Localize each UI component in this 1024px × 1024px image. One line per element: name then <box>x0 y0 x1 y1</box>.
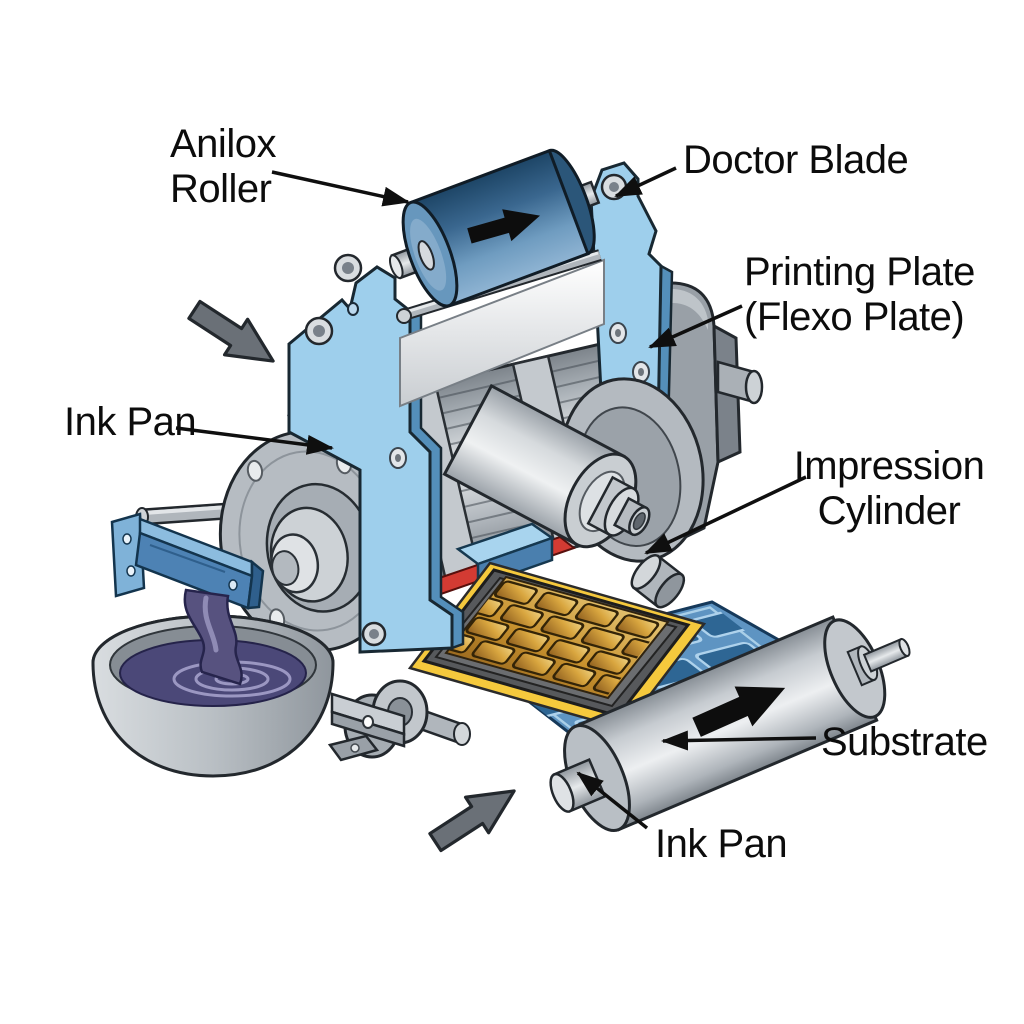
leader-anilox-roller <box>271 170 410 207</box>
doctor-blade-label: Doctor Blade <box>683 138 909 183</box>
impression-cylinder-label-line1: Impression <box>793 444 985 488</box>
leader-doctor-blade <box>614 166 677 198</box>
feed-out-arrow <box>428 789 516 853</box>
leader-ink-pan-left <box>175 426 334 455</box>
ink-pan-bottom-label-line1: Ink Pan <box>655 822 788 866</box>
printing-plate <box>407 561 707 731</box>
doctor-blade-label-line1: Doctor Blade <box>683 138 909 182</box>
anilox-roller-label-line1: Anilox <box>170 122 276 166</box>
carriage-roller <box>630 554 686 609</box>
feed-in-arrow <box>187 299 275 363</box>
frame-plate-left <box>287 253 465 654</box>
leader-printing-plate <box>648 304 743 349</box>
printing-plate-label: Printing Plate (Flexo Plate) <box>744 250 975 340</box>
left-flange-disc <box>218 430 406 652</box>
leader-substrate <box>661 730 817 751</box>
anilox-roller-label: Anilox Roller <box>170 122 276 212</box>
printing-plate-label-line1: Printing Plate <box>744 250 975 294</box>
leader-ink-pan-bottom <box>576 771 649 830</box>
impression-cylinder-label: Impression Cylinder <box>763 444 1015 534</box>
ink-stream <box>183 588 243 686</box>
impression-cylinder <box>442 383 651 549</box>
impression-cylinder-label-line2: Cylinder <box>817 489 961 533</box>
ink-pan-left-label-line1: Ink Pan <box>64 400 197 444</box>
leader-impression-cylinder <box>644 475 807 555</box>
substrate-direction-arrow <box>692 686 786 737</box>
substrate-roller <box>549 615 911 833</box>
substrate-label: Substrate <box>821 720 988 765</box>
substrate-label-line1: Substrate <box>821 720 988 764</box>
anilox-roller-label-line2: Roller <box>170 167 272 211</box>
anilox-rotation-arrow <box>467 209 540 244</box>
ink-pan-left-label: Ink Pan <box>64 400 197 445</box>
printing-plate-label-line2: (Flexo Plate) <box>744 295 965 339</box>
ink-pan-bowl <box>91 614 406 778</box>
ink-arm <box>110 512 265 610</box>
ink-pan-bottom-label: Ink Pan <box>655 822 788 867</box>
